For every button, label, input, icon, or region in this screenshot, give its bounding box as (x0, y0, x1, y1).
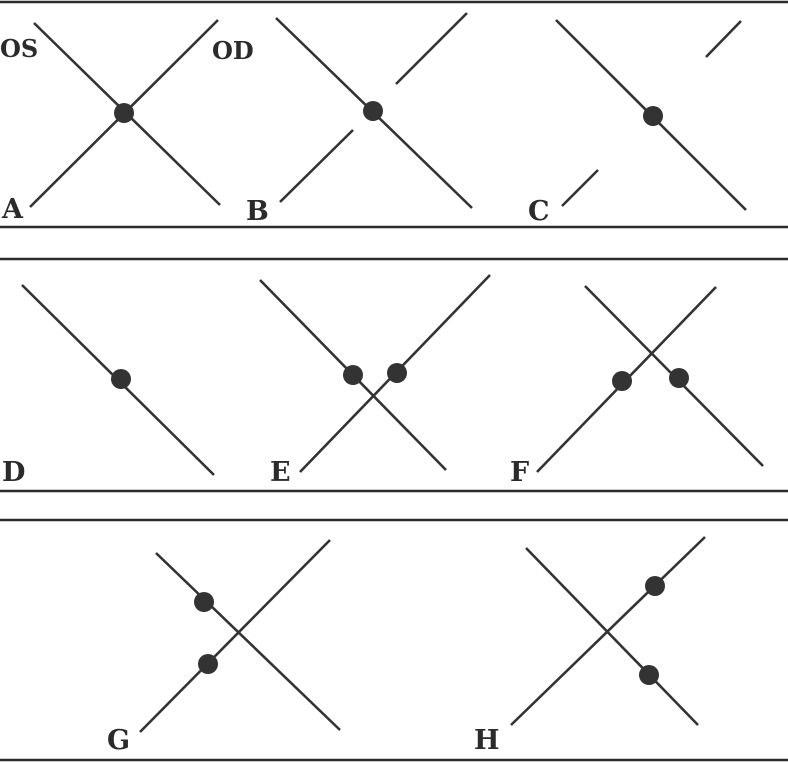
od-fixation-dot (612, 371, 632, 391)
panel-label: B (246, 196, 269, 227)
panel-a: A (1, 19, 221, 225)
panel-label: C (528, 196, 550, 227)
panel-g: G (107, 539, 341, 756)
od-fixation-dot (387, 363, 407, 383)
os-fixation-dot (669, 368, 689, 388)
od-fixation-dot (645, 576, 665, 596)
od-label: OD (212, 36, 254, 65)
panel-label: A (1, 194, 24, 225)
os-label: OS (0, 34, 38, 63)
fixation-dot (111, 369, 131, 389)
od-line (139, 539, 331, 733)
od-fixation-dot (198, 654, 218, 674)
fixation-dot (363, 101, 383, 121)
os-line (155, 552, 341, 731)
od-line-lower-segment (279, 129, 354, 203)
panel-e: E (259, 274, 491, 488)
panel-label: G (107, 725, 130, 756)
fixation-dot (643, 106, 663, 126)
panel-b: B (246, 12, 473, 227)
od-line-lower-segment (561, 169, 599, 207)
panel-label: D (2, 457, 25, 488)
panel-c: C (528, 19, 747, 227)
panel-label: F (510, 457, 529, 488)
panel-d: D (2, 284, 215, 488)
os-fixation-dot (194, 592, 214, 612)
od-line-upper-segment (705, 20, 742, 58)
panel-label: H (474, 725, 500, 756)
os-line (525, 547, 699, 726)
os-fixation-dot (639, 665, 659, 685)
os-fixation-dot (343, 365, 363, 385)
od-line (510, 536, 706, 726)
od-line-upper-segment (395, 12, 468, 85)
panel-f: F (510, 285, 764, 488)
fixation-dot (114, 103, 134, 123)
panel-h: H (474, 536, 706, 756)
panel-label: E (270, 457, 291, 488)
